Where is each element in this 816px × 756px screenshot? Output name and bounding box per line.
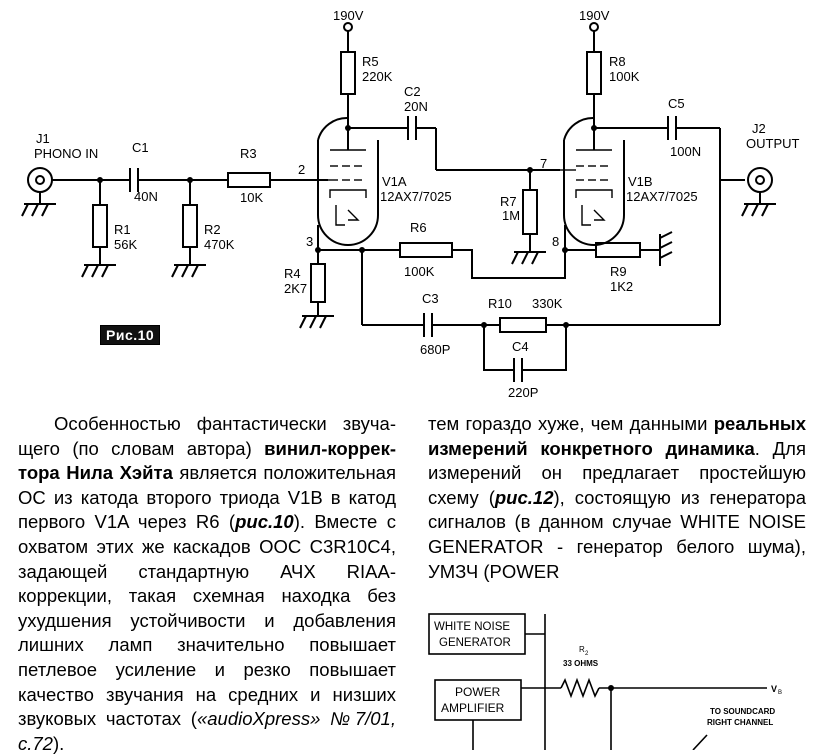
generator-label-line2: GENERATOR <box>439 637 511 649</box>
r2-label: R <box>579 645 585 654</box>
label-r5-value: 220K <box>362 69 393 84</box>
label-r6-value: 100K <box>404 264 435 279</box>
resistor-r8 <box>586 51 602 95</box>
text-column-right: тем гораздо хуже, чем данными реаль­ных … <box>428 412 806 584</box>
label-v1b: V1B <box>628 174 653 189</box>
label-v1a-type: 12AX7/7025 <box>380 189 452 204</box>
schematic-figure-10: 190V 190V R5 220K C2 20N R8 100K C5 100N… <box>21 8 800 400</box>
r2-value: 33 OHMS <box>563 659 599 668</box>
label-r3: R3 <box>240 146 257 161</box>
label-r7: R7 <box>500 194 517 209</box>
label-v1b-type: 12AX7/7025 <box>626 189 698 204</box>
label-r2-value: 470K <box>204 237 235 252</box>
label-c2-value: 20N <box>404 99 428 114</box>
label-r9-value: 1K2 <box>610 279 633 294</box>
power-amplifier-block <box>434 679 522 721</box>
label-j2-name: OUTPUT <box>746 136 800 151</box>
generator-label-line1: WHITE NOISE <box>434 621 510 633</box>
label-v1a: V1A <box>382 174 407 189</box>
label-pin3: 3 <box>306 234 313 249</box>
resistor-r1 <box>92 204 108 248</box>
label-r4: R4 <box>284 266 301 281</box>
label-supply-left: 190V <box>333 8 364 23</box>
label-j1-name: PHONO IN <box>34 146 98 161</box>
label-pin8: 8 <box>552 234 559 249</box>
paragraph-right: тем гораздо хуже, чем данными реаль­ных … <box>428 413 806 582</box>
label-c5-value: 100N <box>670 144 701 159</box>
label-r5: R5 <box>362 54 379 69</box>
label-c4: C4 <box>512 339 529 354</box>
resistor-r4 <box>310 263 326 303</box>
vb-label: V <box>771 684 777 694</box>
jack-j2 <box>747 167 773 193</box>
label-j1: J1 <box>36 131 50 146</box>
resistor-r3 <box>227 172 271 188</box>
supply-terminal-right <box>589 22 599 32</box>
resistor-r7 <box>522 189 538 235</box>
label-r4-value: 2K7 <box>284 281 307 296</box>
text-column-left: Особенностью фантастически звуча­щего (п… <box>18 412 396 756</box>
label-pin7: 7 <box>540 156 547 171</box>
label-r7-value: 1M <box>502 208 520 223</box>
resistor-r9 <box>595 242 641 258</box>
label-pin2: 2 <box>298 162 305 177</box>
resistor-r5 <box>340 51 356 95</box>
label-supply-right: 190V <box>579 8 610 23</box>
label-r8: R8 <box>609 54 626 69</box>
paragraph-left: Особенностью фантастически звуча­щего (п… <box>18 413 397 754</box>
resistor-r2-zigzag <box>560 677 600 699</box>
label-r8-value: 100K <box>609 69 640 84</box>
block-diagram-figure-12: WHITE NOISE GENERATOR POWER AMPLIFIER R … <box>428 613 782 750</box>
amplifier-label-line1: POWER <box>455 685 501 699</box>
label-r6: R6 <box>410 220 427 235</box>
label-c5: C5 <box>668 96 685 111</box>
resistor-r10 <box>499 317 547 333</box>
soundcard-label-line1: TO SOUNDCARD <box>710 707 775 716</box>
tube-v1b <box>560 116 625 246</box>
label-j2: J2 <box>752 121 766 136</box>
resistor-r6 <box>399 242 453 258</box>
label-r1: R1 <box>114 222 131 237</box>
amplifier-label-line2: AMPLIFIER <box>441 701 505 715</box>
resistor-r2 <box>182 204 198 248</box>
jack-j1 <box>27 167 53 193</box>
label-c3: C3 <box>422 291 439 306</box>
label-r1-value: 56K <box>114 237 137 252</box>
r2-subscript: 2 <box>585 651 589 657</box>
label-r10-value: 330K <box>532 296 563 311</box>
vb-subscript: B <box>778 690 782 696</box>
label-c4-value: 220P <box>508 385 538 400</box>
label-r3-value: 10K <box>240 190 263 205</box>
label-c1: C1 <box>132 140 149 155</box>
label-r10: R10 <box>488 296 512 311</box>
label-r9: R9 <box>610 264 627 279</box>
tube-v1a <box>317 116 379 246</box>
soundcard-label-line2: RIGHT CHANNEL <box>707 718 773 727</box>
label-r2: R2 <box>204 222 221 237</box>
label-c1-value: 40N <box>134 189 158 204</box>
label-c2: C2 <box>404 84 421 99</box>
label-c3-value: 680P <box>420 342 450 357</box>
supply-terminal-left <box>343 22 353 32</box>
figure-10-badge: Рис.10 <box>100 325 161 345</box>
